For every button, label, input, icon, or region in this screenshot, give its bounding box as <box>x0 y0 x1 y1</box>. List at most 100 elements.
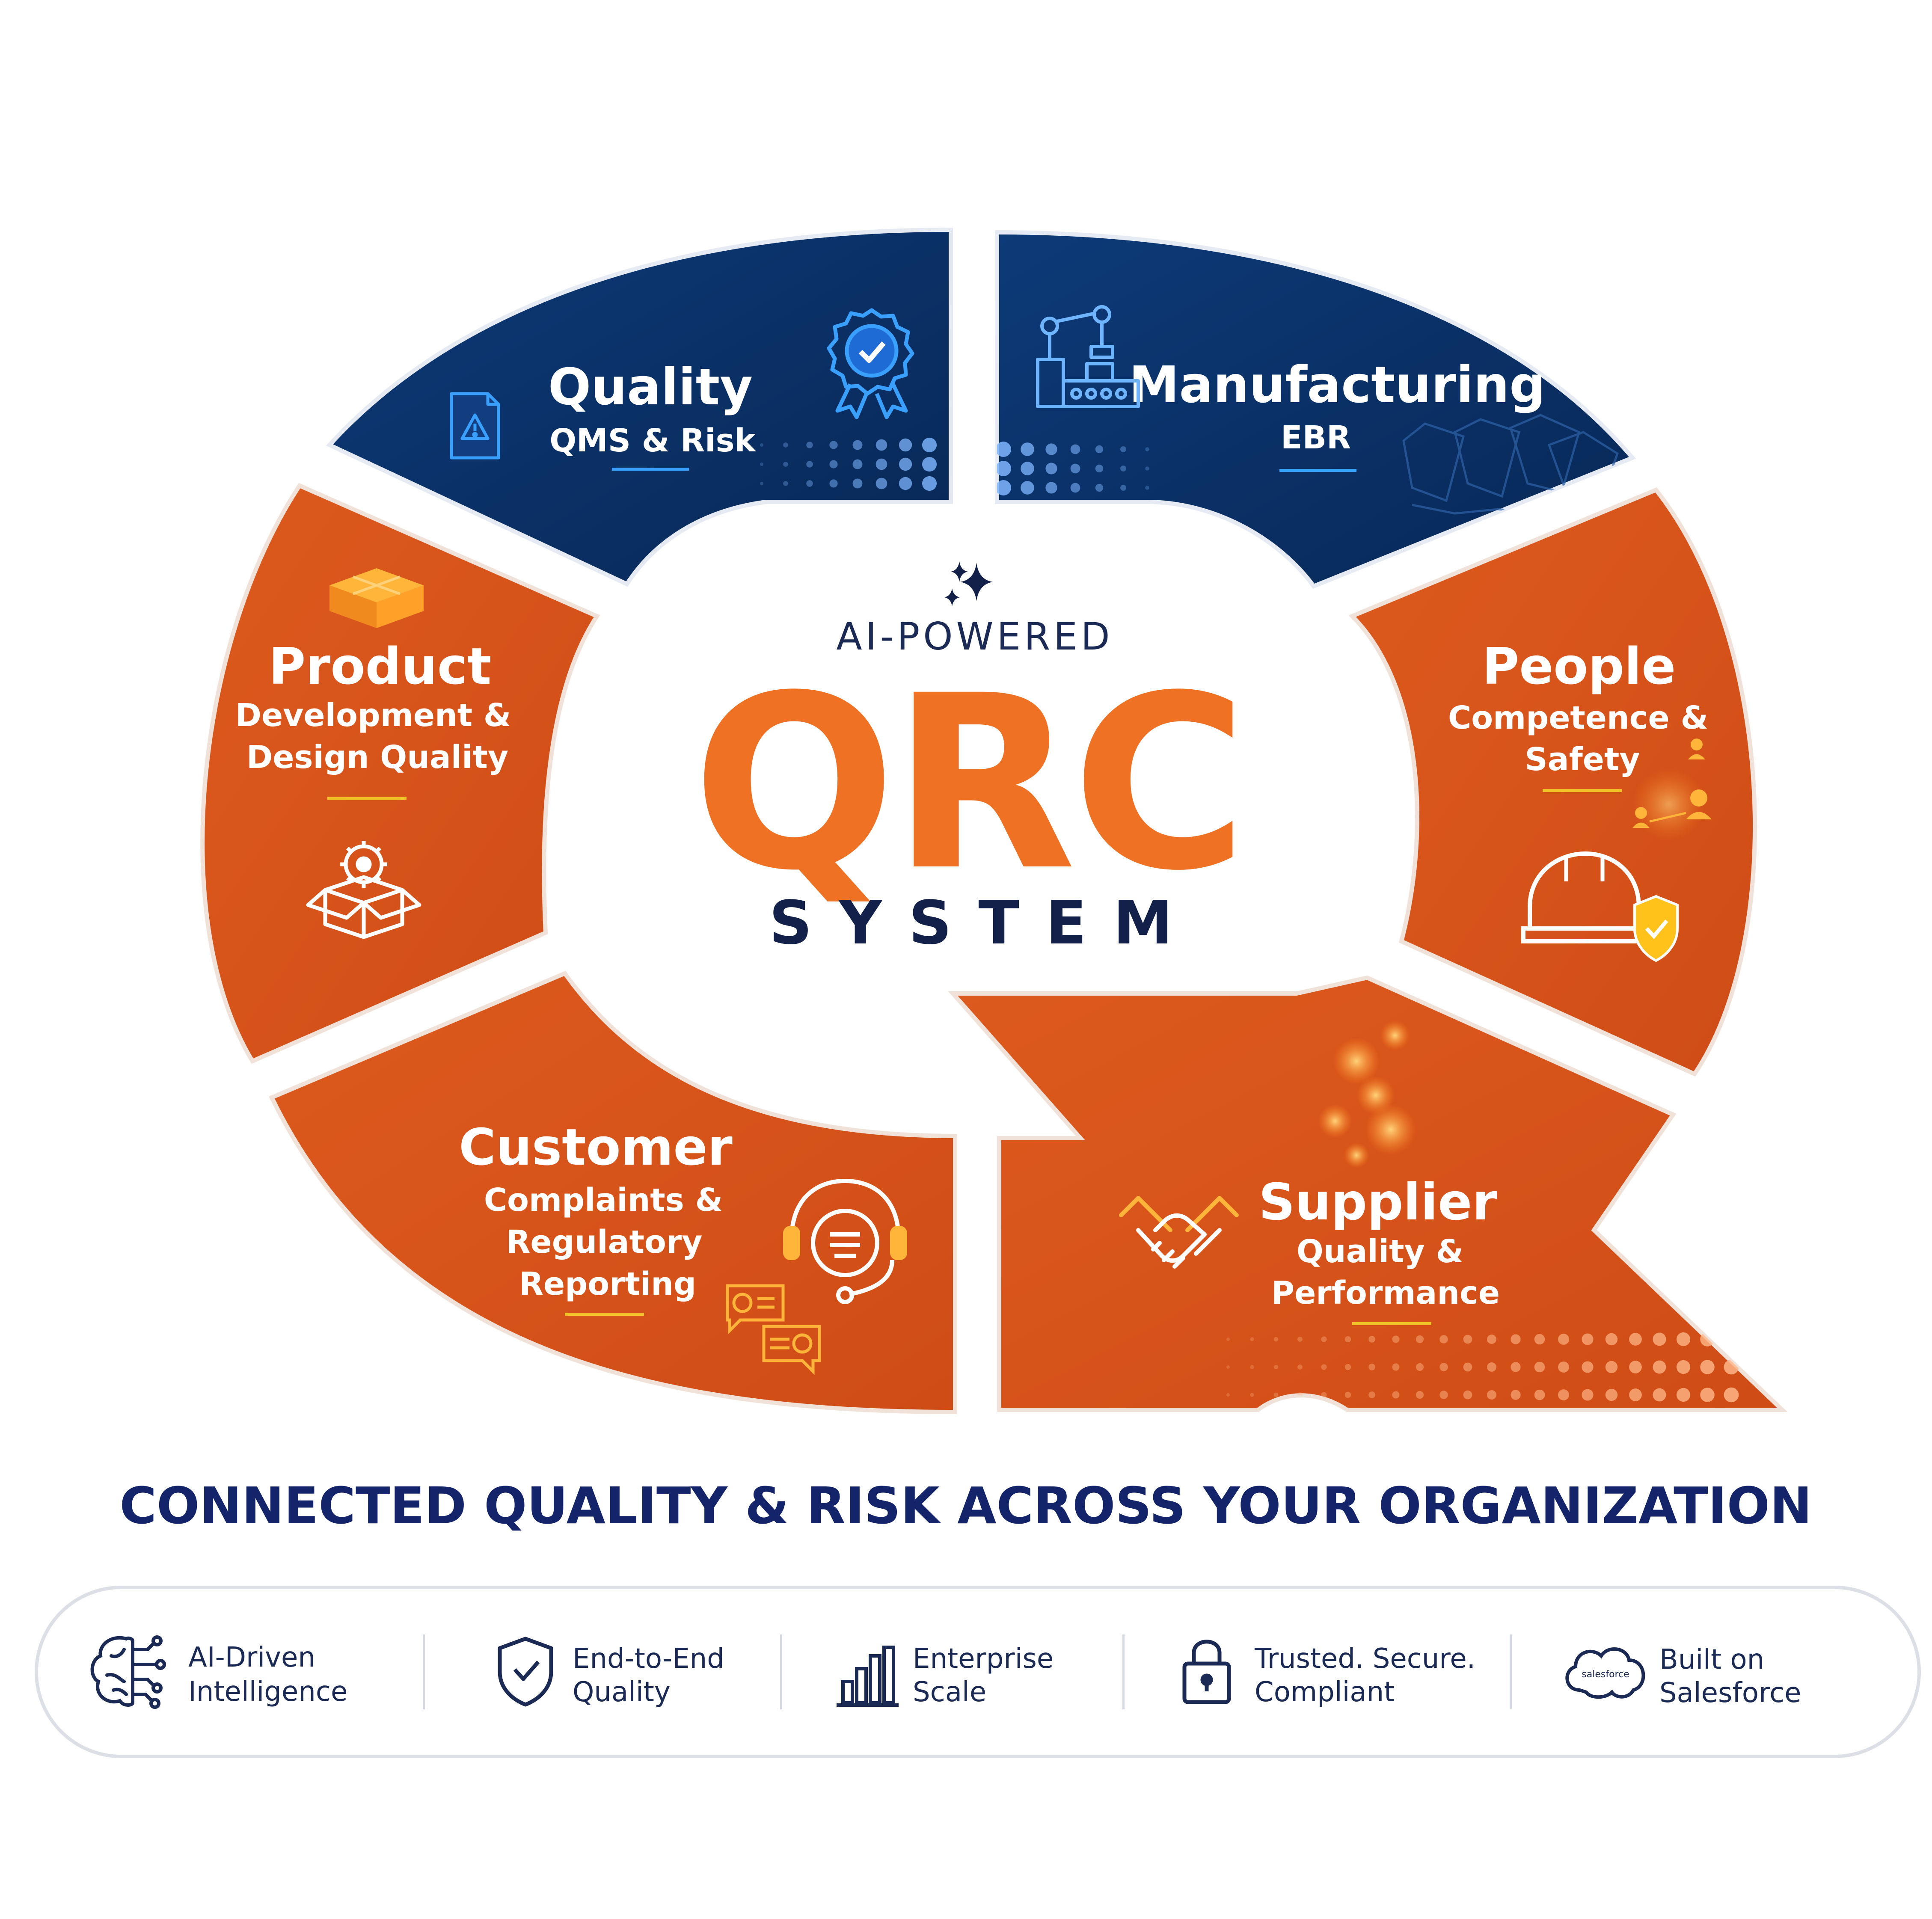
center-title: QRC <box>692 644 1243 923</box>
pattern-dot <box>852 440 863 450</box>
pattern-dot <box>1700 1360 1715 1374</box>
pattern-dot <box>783 442 788 448</box>
people-network-icon <box>1632 739 1712 841</box>
pattern-dot <box>1605 1333 1618 1346</box>
gear-box-icon <box>306 841 421 939</box>
pattern-dot <box>1344 1391 1351 1398</box>
pattern-dot <box>760 482 763 485</box>
pattern-dot <box>1534 1334 1545 1345</box>
quality-subtitle: QMS & Risk <box>549 422 756 459</box>
pattern-dot <box>1511 1362 1521 1372</box>
pattern-dot <box>997 480 1011 495</box>
segment-supplier[interactable] <box>948 975 1788 1412</box>
customer-underline <box>565 1313 644 1316</box>
segment-quality[interactable] <box>326 227 953 587</box>
segment-supplier-shape <box>948 975 1788 1412</box>
center-pretitle: AI-POWERED <box>836 614 1113 658</box>
customer-line-2: Regulatory <box>506 1224 702 1261</box>
supplier-underline <box>1352 1322 1431 1325</box>
pattern-dot <box>1676 1332 1691 1347</box>
pattern-dot <box>1095 483 1104 492</box>
bar-chart-icon <box>837 1646 899 1707</box>
pattern-dot <box>1095 445 1104 454</box>
handshake-icon <box>1119 1196 1239 1269</box>
pattern-dot <box>899 477 912 490</box>
supplier-line-2: Performance <box>1271 1275 1500 1311</box>
brain-circuit-icon <box>90 1635 166 1709</box>
customer-title: Customer <box>459 1118 733 1177</box>
pattern-dot <box>1629 1333 1642 1346</box>
feature-salesforce: salesforce Built on Salesforce <box>1565 1644 1801 1709</box>
people-title: People <box>1482 637 1676 696</box>
manufacturing-dot-pattern <box>997 442 1149 495</box>
pattern-dot <box>1095 464 1104 473</box>
people-underline <box>1543 789 1622 792</box>
pattern-dot <box>1463 1390 1472 1400</box>
pattern-dot <box>829 460 838 469</box>
pattern-dot <box>875 439 887 451</box>
sparkle-icon <box>944 561 993 606</box>
pattern-dot <box>1344 1364 1351 1370</box>
pattern-dot <box>1297 1364 1303 1370</box>
pattern-dot <box>899 457 912 471</box>
pattern-dot <box>1534 1361 1545 1373</box>
pattern-dot <box>922 437 937 453</box>
customer-line-3: Reporting <box>519 1266 696 1302</box>
pattern-dot <box>1653 1360 1666 1374</box>
pattern-dot <box>1145 466 1149 471</box>
salesforce-logo-text: salesforce <box>1582 1669 1629 1680</box>
pattern-dot <box>1629 1388 1642 1401</box>
pattern-dot <box>1487 1390 1497 1400</box>
pattern-dot <box>1120 466 1126 472</box>
features-bar: AI-Driven Intelligence End-to-End Qualit… <box>35 1586 1921 1758</box>
pattern-dot <box>1021 442 1034 456</box>
pattern-dot <box>806 461 813 468</box>
pattern-dot <box>1321 1364 1327 1370</box>
pattern-dot <box>1368 1391 1375 1398</box>
feature-ai-driven-line-1: AI-Driven <box>188 1642 315 1673</box>
pattern-dot <box>1226 1393 1230 1397</box>
pattern-dot <box>1700 1332 1715 1347</box>
pattern-dot <box>922 476 937 491</box>
pattern-dot <box>852 459 863 469</box>
feature-trusted: Trusted. Secure. Compliant <box>1182 1640 1475 1708</box>
pattern-dot <box>1368 1364 1375 1370</box>
pattern-dot <box>1629 1361 1642 1373</box>
pattern-dot <box>1120 446 1126 452</box>
pattern-dot <box>829 441 838 449</box>
pattern-dot <box>997 461 1011 476</box>
pattern-dot <box>1416 1335 1424 1344</box>
pattern-dot <box>1416 1363 1424 1371</box>
padlock-icon <box>1182 1640 1231 1704</box>
pattern-dot <box>1145 486 1149 490</box>
customer-line-1: Complaints & <box>484 1182 723 1219</box>
pattern-dot <box>1273 1364 1279 1370</box>
pattern-dot <box>1463 1335 1472 1344</box>
pattern-dot <box>1676 1388 1691 1402</box>
people-line-2: Safety <box>1525 741 1640 778</box>
pattern-dot <box>1439 1335 1448 1344</box>
pattern-dot <box>829 479 838 488</box>
headset-icon <box>783 1178 907 1304</box>
segment-manufacturing[interactable] <box>995 230 1636 589</box>
pattern-dot <box>899 438 912 452</box>
feature-salesforce-line-1: Built on <box>1659 1644 1764 1676</box>
pattern-dot <box>1250 1393 1254 1397</box>
award-badge-icon <box>827 308 914 419</box>
segment-product[interactable] <box>200 483 600 1064</box>
pattern-dot <box>922 457 937 472</box>
pattern-dot <box>1439 1391 1448 1399</box>
feature-trusted-line-1: Trusted. Secure. <box>1254 1643 1475 1675</box>
feature-trusted-line-2: Compliant <box>1255 1676 1395 1708</box>
supplier-title: Supplier <box>1258 1172 1497 1231</box>
features-pill <box>35 1586 1921 1758</box>
cube-icon <box>329 568 424 628</box>
segment-manufacturing-shape <box>995 230 1636 589</box>
pattern-dot <box>1273 1337 1279 1342</box>
pattern-dot <box>1145 447 1149 451</box>
pattern-dot <box>783 462 788 467</box>
pattern-dot <box>1120 485 1126 491</box>
pattern-dot <box>1724 1387 1739 1403</box>
pattern-dot <box>1226 1338 1230 1341</box>
